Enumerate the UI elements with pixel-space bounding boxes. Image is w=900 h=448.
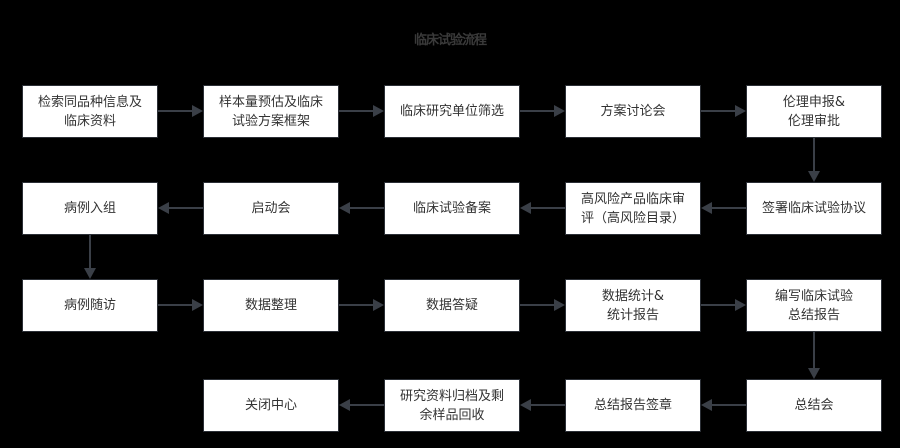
connector-n12-n13 bbox=[339, 304, 373, 306]
page-title: 临床试验流程 bbox=[413, 33, 487, 48]
arrowhead-n9-n10-icon bbox=[158, 202, 169, 214]
arrowhead-n8-n9-icon bbox=[339, 202, 350, 214]
flow-node-close-center[interactable]: 关闭中心 bbox=[203, 379, 339, 432]
arrowhead-n15-n16-icon bbox=[808, 368, 820, 379]
flow-node-patient-followup[interactable]: 病例随访 bbox=[22, 279, 158, 332]
flow-node-ethics-submission-approval[interactable]: 伦理申报& 伦理审批 bbox=[746, 85, 882, 138]
flow-node-sample-size-protocol[interactable]: 样本量预估及临床 试验方案框架 bbox=[203, 85, 339, 138]
arrowhead-n4-n5-icon bbox=[735, 105, 746, 117]
arrowhead-n7-n8-icon bbox=[520, 202, 531, 214]
flow-node-data-cleaning[interactable]: 数据整理 bbox=[203, 279, 339, 332]
flow-node-archive-and-return-samples[interactable]: 研究资料归档及剩 余样品回收 bbox=[384, 379, 520, 432]
flow-node-site-selection[interactable]: 临床研究单位筛选 bbox=[384, 85, 520, 138]
connector-n6-n7 bbox=[712, 207, 746, 209]
flow-node-high-risk-review[interactable]: 高风险产品临床审 评（高风险目录） bbox=[565, 182, 701, 235]
flow-node-trial-filing[interactable]: 临床试验备案 bbox=[384, 182, 520, 235]
connector-n13-n14 bbox=[520, 304, 554, 306]
connector-n18-n19 bbox=[350, 404, 384, 406]
flow-node-patient-enrollment[interactable]: 病例入组 bbox=[22, 182, 158, 235]
arrowhead-n6-n7-icon bbox=[701, 202, 712, 214]
flow-node-summary-report-signature[interactable]: 总结报告签章 bbox=[565, 379, 701, 432]
flow-node-kickoff-meeting[interactable]: 启动会 bbox=[203, 182, 339, 235]
arrowhead-n18-n19-icon bbox=[339, 399, 350, 411]
arrowhead-n10-n11-icon bbox=[84, 268, 96, 279]
flow-node-write-summary-report[interactable]: 编写临床试验 总结报告 bbox=[746, 279, 882, 332]
connector-n5-n6 bbox=[813, 138, 815, 171]
flow-node-search-product-info[interactable]: 检索同品种信息及 临床资料 bbox=[22, 85, 158, 138]
connector-n10-n11 bbox=[89, 235, 91, 268]
flow-node-statistics-report[interactable]: 数据统计& 统计报告 bbox=[565, 279, 701, 332]
flow-node-protocol-discussion[interactable]: 方案讨论会 bbox=[565, 85, 701, 138]
arrowhead-n11-n12-icon bbox=[192, 299, 203, 311]
flow-node-sign-trial-agreement[interactable]: 签署临床试验协议 bbox=[746, 182, 882, 235]
connector-n7-n8 bbox=[531, 207, 565, 209]
connector-n16-n17 bbox=[712, 404, 746, 406]
connector-n11-n12 bbox=[158, 304, 192, 306]
arrowhead-n3-n4-icon bbox=[554, 105, 565, 117]
connector-n9-n10 bbox=[169, 207, 203, 209]
connector-n3-n4 bbox=[520, 110, 554, 112]
arrowhead-n2-n3-icon bbox=[373, 105, 384, 117]
connector-n14-n15 bbox=[701, 304, 735, 306]
arrowhead-n14-n15-icon bbox=[735, 299, 746, 311]
arrowhead-n16-n17-icon bbox=[701, 399, 712, 411]
connector-n8-n9 bbox=[350, 207, 384, 209]
arrowhead-n5-n6-icon bbox=[808, 171, 820, 182]
flow-node-summary-meeting[interactable]: 总结会 bbox=[746, 379, 882, 432]
connector-n1-n2 bbox=[158, 110, 192, 112]
arrowhead-n13-n14-icon bbox=[554, 299, 565, 311]
connector-n4-n5 bbox=[701, 110, 735, 112]
arrowhead-n12-n13-icon bbox=[373, 299, 384, 311]
connector-n15-n16 bbox=[813, 332, 815, 368]
arrowhead-n1-n2-icon bbox=[192, 105, 203, 117]
flow-node-data-query[interactable]: 数据答疑 bbox=[384, 279, 520, 332]
connector-n17-n18 bbox=[531, 404, 565, 406]
arrowhead-n17-n18-icon bbox=[520, 399, 531, 411]
connector-n2-n3 bbox=[339, 110, 373, 112]
